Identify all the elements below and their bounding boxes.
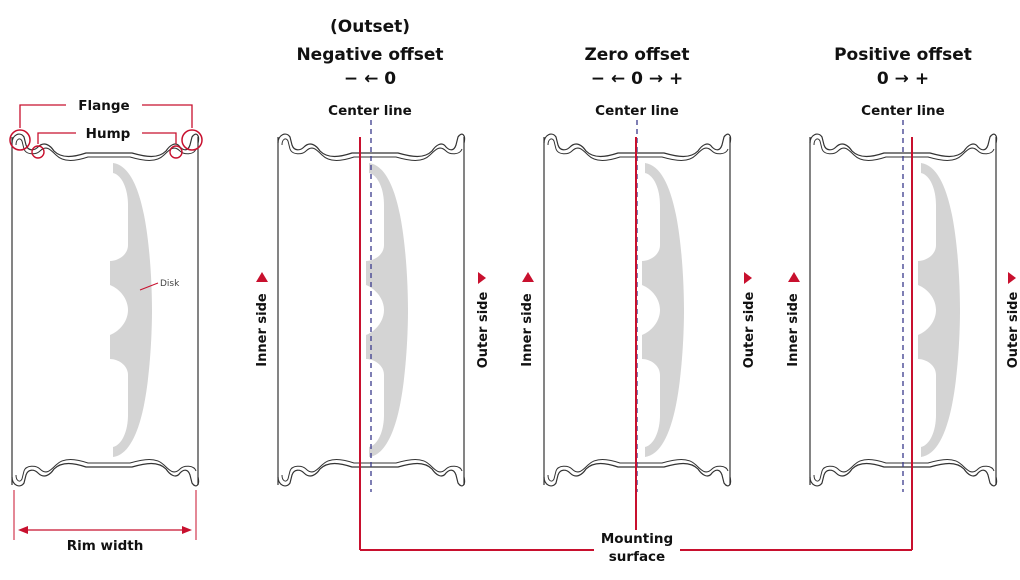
panel-title: Positive offset xyxy=(834,45,972,65)
flange-marker-right xyxy=(181,129,203,151)
panel-scale: − ← 0 xyxy=(344,69,396,89)
negative-offset-panel: (Outset) Negative offset − ← 0 Center li… xyxy=(255,17,491,550)
rim-width-arrow-left xyxy=(18,526,28,534)
hump-marker-left xyxy=(31,145,45,159)
rim-width-arrow-right xyxy=(182,526,192,534)
center-line-label: Center line xyxy=(328,103,412,119)
flange-marker-left xyxy=(9,129,31,151)
mounting-surface-connector: Mounting surface xyxy=(360,492,912,565)
flange-label: Flange xyxy=(78,98,129,114)
outer-side-label: Outer side xyxy=(1006,292,1020,369)
center-line-label: Center line xyxy=(595,103,679,119)
hump-label: Hump xyxy=(86,126,131,142)
rim-width-label: Rim width xyxy=(67,538,144,554)
inner-side-label: Inner side xyxy=(255,293,270,367)
panel-title: Negative offset xyxy=(296,45,443,65)
flange-bracket xyxy=(19,104,193,128)
mounting-label-line2: surface xyxy=(609,549,665,565)
disk-label: Disk xyxy=(160,279,180,289)
disk-leader xyxy=(139,282,159,291)
mounting-label-line1: Mounting xyxy=(601,531,673,547)
positive-offset-panel: Positive offset 0 → + Center line Inner … xyxy=(786,45,1020,550)
zero-offset-panel: Zero offset − ← 0 → + Center line Inner … xyxy=(520,45,757,492)
center-line-label: Center line xyxy=(861,103,945,119)
anatomy-panel: Flange Hump Disk Rim width xyxy=(9,98,203,554)
inner-side-arrow xyxy=(788,272,800,282)
outer-side-arrow xyxy=(1008,272,1016,284)
hump-marker-right xyxy=(169,145,183,159)
panel-scale: 0 → + xyxy=(877,69,929,89)
outer-side-arrow xyxy=(478,272,486,284)
panel-title: Zero offset xyxy=(584,45,689,65)
anatomy-wheel-section xyxy=(11,133,200,487)
outer-side-label: Outer side xyxy=(742,292,757,369)
inner-side-arrow xyxy=(522,272,534,282)
inner-side-arrow xyxy=(256,272,268,282)
panel-title-top: (Outset) xyxy=(330,17,410,37)
outer-side-arrow xyxy=(744,272,752,284)
hump-bracket xyxy=(37,132,177,144)
outer-side-label: Outer side xyxy=(476,292,491,369)
inner-side-label: Inner side xyxy=(786,293,801,367)
inner-side-label: Inner side xyxy=(520,293,535,367)
panel-scale: − ← 0 → + xyxy=(591,69,683,89)
